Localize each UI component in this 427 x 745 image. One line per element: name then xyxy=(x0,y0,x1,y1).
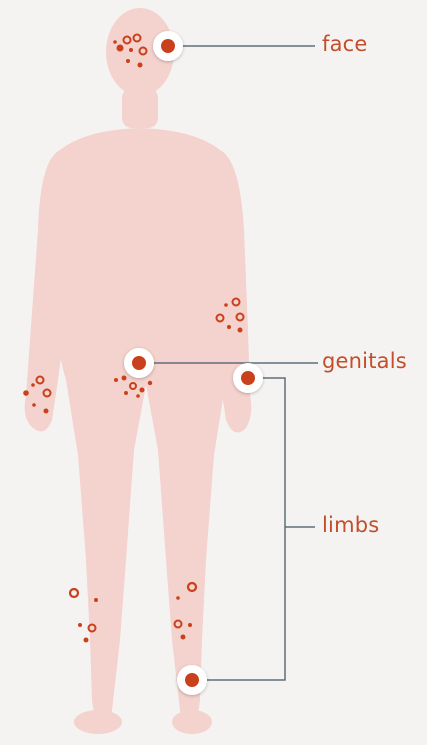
lesion-dot xyxy=(31,383,35,387)
lesion-ring xyxy=(70,589,78,597)
lesion-dot xyxy=(23,390,29,396)
lesion-dot xyxy=(148,381,152,385)
lesion-dot xyxy=(84,638,89,643)
lesion-dot xyxy=(181,635,186,640)
limbs-label: limbs xyxy=(322,513,379,537)
right-foot xyxy=(172,710,212,734)
lesion-dot xyxy=(78,623,82,627)
lesion-dot xyxy=(224,303,228,307)
neck xyxy=(122,88,158,128)
lesion-dot xyxy=(114,378,118,382)
lesion-dot xyxy=(188,623,192,627)
right-ankle-marker xyxy=(177,665,207,695)
lesion-dot xyxy=(140,388,145,393)
genitals-label: genitals xyxy=(322,349,407,373)
right-wrist-marker xyxy=(233,363,263,393)
lesion-dot xyxy=(32,403,36,407)
lesion-dot xyxy=(124,391,128,395)
lesion-dot xyxy=(126,59,130,63)
lesion-dot xyxy=(227,325,231,329)
lesion-dot xyxy=(138,63,143,68)
lesion-dot xyxy=(238,328,243,333)
genitals-marker xyxy=(124,348,154,378)
left-foot xyxy=(74,710,122,734)
lesion-dot xyxy=(176,596,180,600)
lesion-dot xyxy=(129,48,133,52)
lesion-dot xyxy=(44,409,49,414)
face-label: face xyxy=(322,32,368,56)
lesion-dot xyxy=(117,45,124,52)
lesion-dot xyxy=(113,40,117,44)
lesion-dot xyxy=(136,394,140,398)
lesion-dot xyxy=(122,376,127,381)
face-marker xyxy=(153,31,183,61)
lesion-dot xyxy=(94,598,98,602)
